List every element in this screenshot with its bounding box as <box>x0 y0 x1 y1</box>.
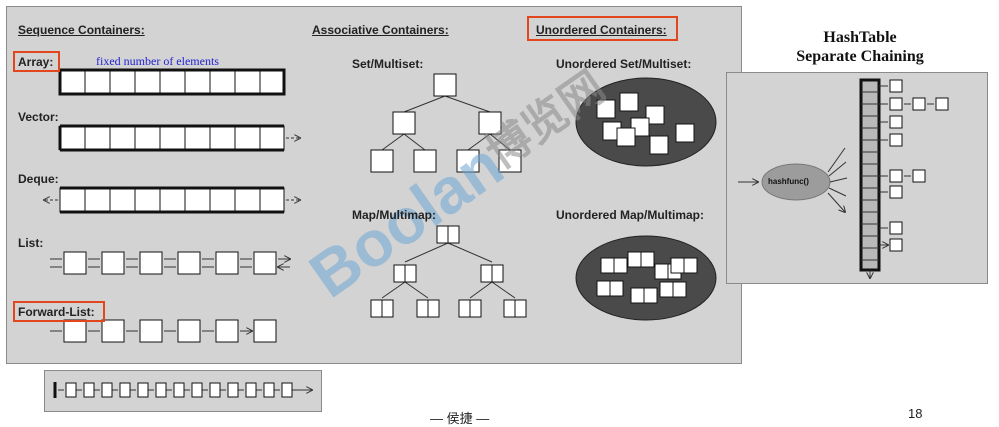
deque-label: Deque: <box>18 172 59 186</box>
sequence-header: Sequence Containers: <box>18 23 145 37</box>
forward-list-diagram <box>50 319 277 343</box>
hashtable-title-line2: Separate Chaining <box>796 48 924 65</box>
associative-header: Associative Containers: <box>312 23 449 37</box>
hashtable-title: HashTable Separate Chaining <box>740 28 980 66</box>
array-highlight <box>13 51 60 72</box>
array-note: fixed number of elements <box>96 54 219 68</box>
unordered-set-diagram <box>575 77 717 167</box>
deque-diagram <box>44 186 300 214</box>
unordered-map-diagram <box>575 235 717 321</box>
forward-list-highlight <box>13 301 105 322</box>
vector-label: Vector: <box>18 110 59 124</box>
unordered-map-label: Unordered Map/Multimap: <box>556 208 705 222</box>
hashtable-title-line1: HashTable <box>823 29 897 46</box>
set-multiset-label: Set/Multiset: <box>352 57 424 71</box>
hashtable-diagram <box>738 78 949 278</box>
map-tree-diagram <box>370 225 527 318</box>
set-tree-diagram <box>370 73 522 173</box>
array-label: Array: <box>18 55 54 69</box>
map-multimap-label: Map/Multimap: <box>352 208 436 222</box>
unordered-header: Unordered Containers: <box>536 23 667 37</box>
footer-author: — 侯捷 — <box>430 411 490 426</box>
unordered-header-highlight <box>527 16 678 41</box>
watermark: Boolan 博览网 <box>297 62 615 312</box>
forward-list-mini-diagram <box>53 382 312 398</box>
hashfunc-label: hashfunc() <box>768 177 809 186</box>
list-diagram <box>50 251 290 275</box>
array-diagram <box>58 68 286 96</box>
unordered-set-label: Unordered Set/Multiset: <box>556 57 692 71</box>
page-number: 18 <box>908 406 923 421</box>
forward-list-label: Forward-List: <box>18 305 95 319</box>
vector-diagram <box>58 124 300 152</box>
list-label: List: <box>18 236 44 250</box>
